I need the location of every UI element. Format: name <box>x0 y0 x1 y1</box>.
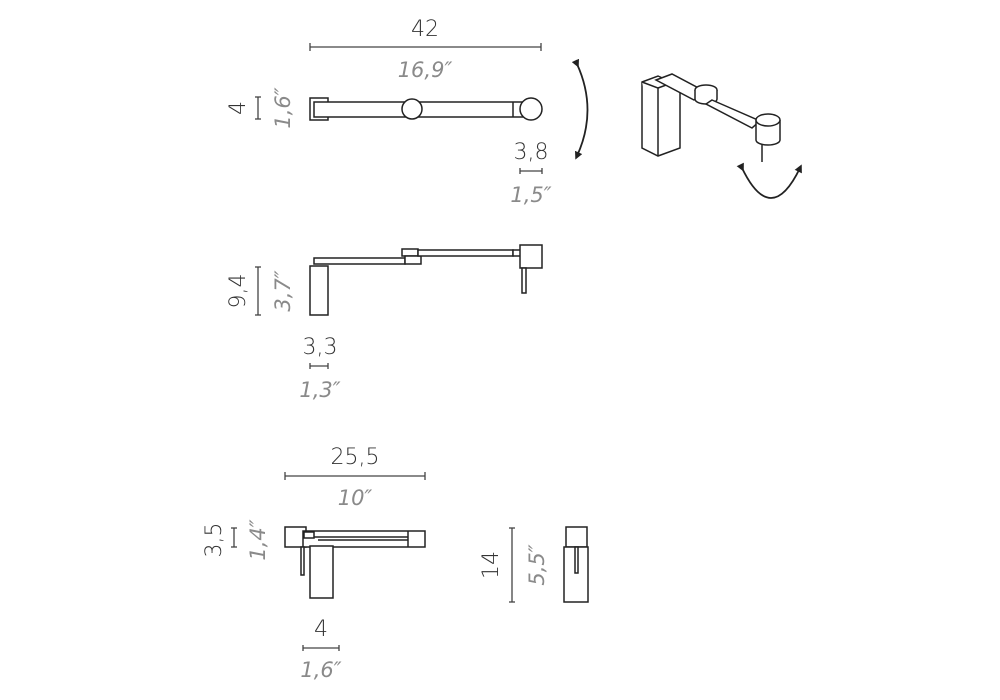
front-view: 14 5,5″ <box>479 526 589 603</box>
top-view: 42 16,9″ 4 1,6″ 3,8 1,5″ <box>226 17 589 207</box>
folded-length-dimension-line <box>284 472 426 480</box>
lamp-top-outline <box>309 97 543 121</box>
side-view: 9,4 3,7″ 3,3 1,3″ <box>226 244 543 402</box>
top-height-dimension-line <box>255 96 261 120</box>
folded-mount-dimension-line <box>302 645 340 651</box>
side-height-cm: 9,4 <box>226 274 251 309</box>
top-height-cm: 4 <box>226 101 251 115</box>
lamp-folded-outline <box>284 526 426 599</box>
folded-view: 25,5 10″ 3,5 1,4″ 4 1,6″ <box>202 445 426 682</box>
side-mount-in: 1,3″ <box>299 378 340 402</box>
front-height-cm: 14 <box>479 551 504 579</box>
rotation-arrow-icon <box>571 58 589 160</box>
top-length-cm: 42 <box>411 17 439 42</box>
folded-length-cm: 25,5 <box>331 445 380 470</box>
front-height-dimension-line <box>509 527 515 603</box>
top-length-in: 16,9″ <box>398 58 453 82</box>
top-head-dimension-line <box>519 168 543 174</box>
folded-head-dimension-line <box>231 527 237 548</box>
side-mount-dimension-line <box>309 363 329 369</box>
folded-head-cm: 3,5 <box>202 523 227 558</box>
lamp-side-outline <box>309 244 543 316</box>
top-length-dimension-line <box>309 43 542 51</box>
top-head-in: 1,5″ <box>510 183 551 207</box>
front-height-in: 5,5″ <box>525 544 549 585</box>
side-mount-cm: 3,3 <box>303 335 338 360</box>
isometric-view <box>641 73 802 199</box>
top-head-cm: 3,8 <box>514 140 549 165</box>
swivel-arrow-icon <box>736 162 802 199</box>
folded-mount-cm: 4 <box>314 617 328 642</box>
top-height-in: 1,6″ <box>271 87 295 128</box>
side-height-dimension-line <box>255 266 261 316</box>
folded-head-in: 1,4″ <box>246 519 270 560</box>
folded-length-in: 10″ <box>338 486 373 510</box>
lamp-front-outline <box>563 526 589 603</box>
folded-mount-in: 1,6″ <box>300 658 341 682</box>
side-height-in: 3,7″ <box>271 270 295 311</box>
